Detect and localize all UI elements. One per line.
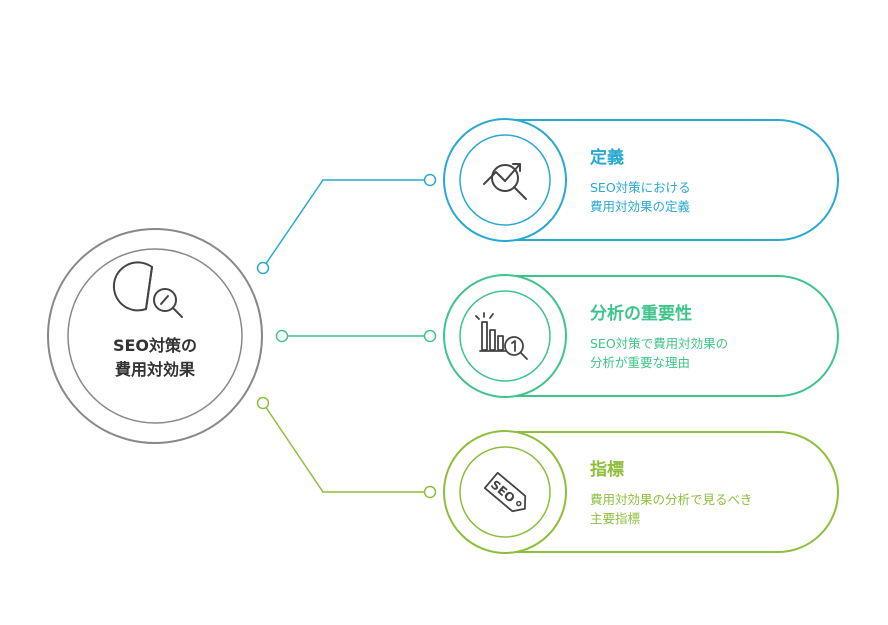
item-definition-desc-line1: SEO対策における xyxy=(590,180,691,195)
item-metrics-desc-line1: 費用対効果の分析で見るべき xyxy=(590,492,753,507)
bar-chart-magnifier-icon xyxy=(475,312,528,360)
item-importance-desc-line1: SEO対策で費用対効果の xyxy=(590,336,728,351)
item-importance-desc-line2: 分析が重要な理由 xyxy=(590,355,690,370)
item-metrics: SEO 指標 費用対効果の分析で見るべき 主要指標 xyxy=(443,430,839,554)
item-importance: 分析の重要性 SEO対策で費用対効果の 分析が重要な理由 xyxy=(443,274,839,398)
connector-definition xyxy=(256,173,437,275)
item-importance-title: 分析の重要性 xyxy=(590,303,692,324)
item-definition: 定義 SEO対策における 費用対効果の定義 xyxy=(443,118,839,242)
connector-metrics xyxy=(256,396,437,499)
item-definition-desc-line2: 費用対効果の定義 xyxy=(590,199,691,214)
trend-magnifier-icon xyxy=(483,163,527,200)
center-title-line2: 費用対効果 xyxy=(115,360,195,379)
item-metrics-title: 指標 xyxy=(590,459,624,480)
center-title-line1: SEO対策の xyxy=(113,336,197,355)
item-metrics-desc-line2: 主要指標 xyxy=(590,511,641,526)
item-definition-title: 定義 xyxy=(590,147,624,168)
pie-chart-magnifier-icon xyxy=(112,261,183,318)
center-node: SEO対策の 費用対効果 xyxy=(47,228,263,444)
connector-importance xyxy=(275,329,437,343)
